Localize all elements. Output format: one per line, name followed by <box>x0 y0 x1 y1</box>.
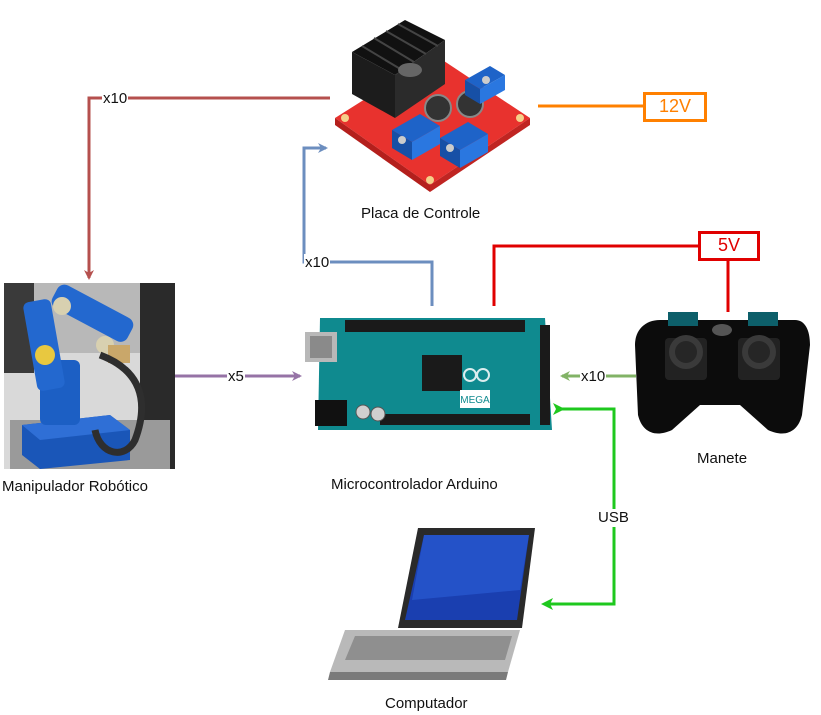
motor-driver-label: Placa de Controle <box>361 205 481 222</box>
edge-label-arduino-to-driver: x10 <box>304 254 331 272</box>
edge-label-driver-to-arm: x10 <box>102 90 129 108</box>
arduino-label: Microcontrolador Arduino <box>331 476 498 493</box>
edge-power-5v <box>492 244 698 306</box>
laptop-label: Computador <box>385 695 468 712</box>
edge-label-gamepad-to-arduino: x10 <box>580 368 607 386</box>
gamepad-icon <box>635 312 810 434</box>
power-5v-box: 5V <box>698 231 760 261</box>
arduino-board-text: MEGA <box>460 395 490 406</box>
edge-usb <box>541 403 616 610</box>
edge-label-arm-to-arduino: x5 <box>227 368 245 386</box>
laptop-icon <box>328 528 535 680</box>
gamepad-label: Manete <box>697 450 748 467</box>
motor-driver-board-icon <box>335 20 530 192</box>
edge-label-usb: USB <box>597 509 630 527</box>
robot-arm-label: Manipulador Robótico <box>2 478 148 495</box>
arduino-mega-board-icon: MEGA <box>305 318 552 430</box>
power-12v-box: 12V <box>643 92 707 122</box>
edge-driver-to-arm <box>84 96 330 280</box>
robot-arm-icon <box>4 283 175 469</box>
